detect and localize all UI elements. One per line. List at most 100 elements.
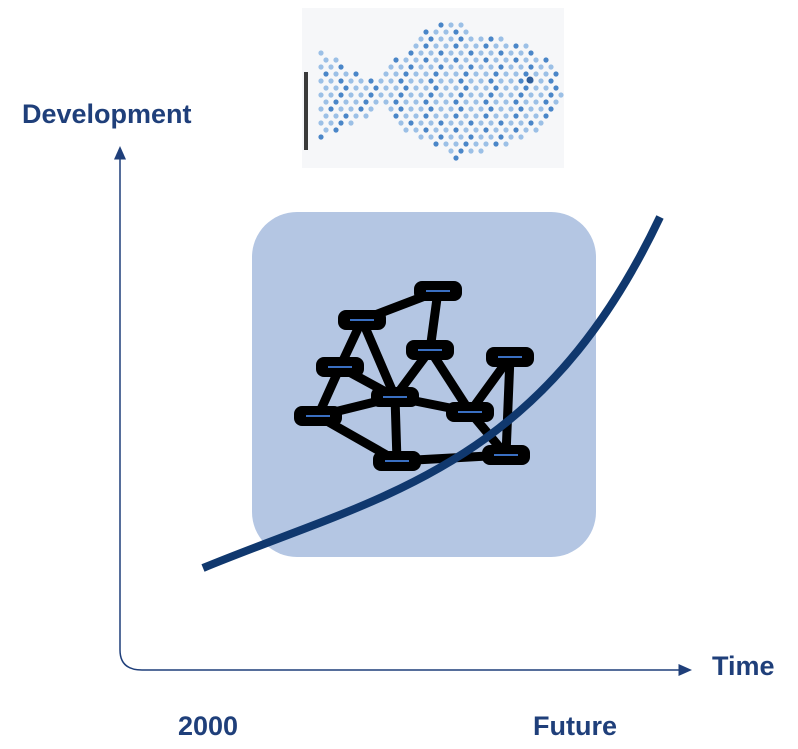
fish-dot xyxy=(403,127,409,133)
fish-dot xyxy=(513,127,519,133)
fish-dot xyxy=(343,85,349,91)
fish-dot xyxy=(473,43,479,49)
fish-dot xyxy=(448,78,454,84)
fish-dot xyxy=(448,120,454,126)
fish-dot xyxy=(473,71,479,77)
fish-dot xyxy=(393,113,399,119)
fish-dot xyxy=(458,134,464,140)
fish-dot xyxy=(418,106,424,112)
fish-dot xyxy=(468,78,474,84)
fish-dot xyxy=(508,64,514,70)
fish-dot xyxy=(523,85,529,91)
fish-dot xyxy=(383,85,389,91)
fish-dot xyxy=(393,99,399,105)
fish-dot xyxy=(428,120,434,126)
fish-dot xyxy=(533,127,539,133)
fish-dot xyxy=(393,85,399,91)
fish-dot xyxy=(498,36,504,42)
fish-dot xyxy=(433,113,439,119)
fish-dot xyxy=(533,99,539,105)
fish-dot xyxy=(483,57,489,63)
fish-dot xyxy=(443,141,449,147)
fish-dot xyxy=(373,85,379,91)
fish-dot xyxy=(498,92,504,98)
fish-dot xyxy=(338,120,344,126)
fish-dot xyxy=(518,106,524,112)
fish-dot xyxy=(493,85,499,91)
fish-dot xyxy=(488,120,494,126)
fish-dot xyxy=(433,29,439,35)
fish-dot xyxy=(523,113,529,119)
fish-dot xyxy=(463,71,469,77)
fish-dot xyxy=(358,106,364,112)
fish-dot xyxy=(398,106,404,112)
fish-dot xyxy=(473,99,479,105)
fish-dot xyxy=(503,113,509,119)
fish-dot xyxy=(483,43,489,49)
fish-dot xyxy=(533,71,539,77)
fish-dot xyxy=(448,92,454,98)
fish-dot xyxy=(418,120,424,126)
fish-dot xyxy=(433,85,439,91)
fish-dot xyxy=(478,36,484,42)
fish-dot xyxy=(523,43,529,49)
fish-dot xyxy=(458,22,464,28)
fish-dot xyxy=(538,106,544,112)
fish-dot xyxy=(503,141,509,147)
network-edge xyxy=(357,315,400,402)
fish-dot xyxy=(358,92,364,98)
fish-dot xyxy=(458,64,464,70)
fish-dot xyxy=(343,99,349,105)
fish-dot xyxy=(533,85,539,91)
fish-dot xyxy=(353,85,359,91)
fish-dot xyxy=(348,106,354,112)
network-edge xyxy=(390,392,402,466)
fish-dot xyxy=(443,85,449,91)
fish-dot xyxy=(463,127,469,133)
fish-dot xyxy=(513,113,519,119)
fish-dot xyxy=(453,141,459,147)
fish-dot xyxy=(378,78,384,84)
fish-dot xyxy=(463,141,469,147)
fish-dot xyxy=(463,85,469,91)
fish-dot xyxy=(338,92,344,98)
fish-dot xyxy=(448,148,454,154)
fish-dot xyxy=(503,99,509,105)
fish-dot xyxy=(393,57,399,63)
fish-dot xyxy=(523,127,529,133)
fish-dot xyxy=(353,99,359,105)
fish-dot xyxy=(363,99,369,105)
fish-dot xyxy=(543,113,549,119)
fish-dot xyxy=(548,78,554,84)
fish-dot xyxy=(513,99,519,105)
fish-dot xyxy=(333,99,339,105)
fish-dot xyxy=(448,22,454,28)
fish-dot xyxy=(418,134,424,140)
fish-dot xyxy=(538,120,544,126)
fish-dot xyxy=(478,64,484,70)
fish-dot xyxy=(433,43,439,49)
fish-dot xyxy=(523,57,529,63)
fish-dot xyxy=(318,64,324,70)
fish-dot xyxy=(463,43,469,49)
fish-dot xyxy=(433,57,439,63)
fish-dot xyxy=(408,50,414,56)
fish-dot xyxy=(383,99,389,105)
fish-dot xyxy=(418,36,424,42)
fish-dot xyxy=(408,92,414,98)
fish-dot xyxy=(458,78,464,84)
fish-dot xyxy=(503,71,509,77)
fish-dot xyxy=(478,134,484,140)
fish-dot xyxy=(488,64,494,70)
fish-dot xyxy=(338,78,344,84)
fish-dot xyxy=(353,113,359,119)
fish-eye xyxy=(526,76,534,84)
fish-dot xyxy=(463,99,469,105)
fish-dot xyxy=(503,57,509,63)
fish-dot xyxy=(413,85,419,91)
fish-dot xyxy=(538,64,544,70)
fish-dot xyxy=(438,120,444,126)
fish-dot xyxy=(448,134,454,140)
fish-dot xyxy=(493,127,499,133)
fish-dot xyxy=(538,92,544,98)
